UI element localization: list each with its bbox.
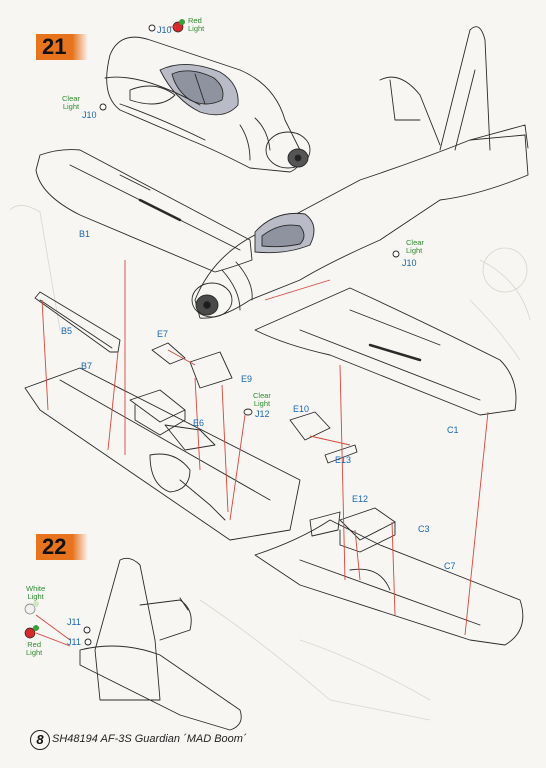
wing-parts-c (254, 507, 524, 646)
part-label-b5: B5 (61, 326, 73, 336)
part-label-c1: C1 (447, 425, 459, 435)
main-airframe (35, 26, 529, 416)
part-label-c3: C3 (418, 524, 430, 534)
light-label-clear-right: Clear Light (406, 238, 424, 255)
light-parts (24, 19, 185, 639)
part-label-e9: E9 (241, 374, 253, 384)
step-21-badge: 21 (36, 34, 89, 60)
part-label-j11-b: J11 (67, 637, 81, 647)
light-label-clear-j12: Clear Light (253, 391, 271, 408)
step-22-badge: 22 (36, 534, 89, 560)
part-label-e7: E7 (157, 329, 169, 339)
page-number: 8 (30, 730, 50, 750)
part-label-e10: E10 (293, 404, 310, 414)
part-label-e12: E12 (352, 494, 369, 504)
part-label-e6: E6 (193, 418, 205, 428)
part-label-j10-left: J10 (82, 110, 97, 120)
light-label-white-22: White Light (26, 584, 46, 601)
forward-fuselage-top (104, 36, 311, 173)
light-label-red-top: Red Light (188, 16, 205, 33)
part-label-b7: B7 (81, 361, 93, 371)
light-label-clear-left: Clear Light (62, 94, 80, 111)
part-label-j10-top: J10 (157, 25, 172, 35)
kit-title: SH48194 AF-3S Guardian ´MAD Boom´ (52, 733, 247, 745)
interior-parts-e (129, 342, 358, 464)
tail-assembly-22 (79, 557, 242, 731)
part-label-e13: E13 (335, 455, 352, 465)
wing-parts-b (24, 291, 301, 541)
part-label-j11-a: J11 (67, 617, 81, 627)
part-label-j12: J12 (255, 409, 270, 419)
part-label-c7: C7 (444, 561, 456, 571)
part-label-b1: B1 (79, 229, 91, 239)
light-label-red-22: Red Light (26, 640, 43, 657)
part-label-j10-right: J10 (402, 258, 417, 268)
